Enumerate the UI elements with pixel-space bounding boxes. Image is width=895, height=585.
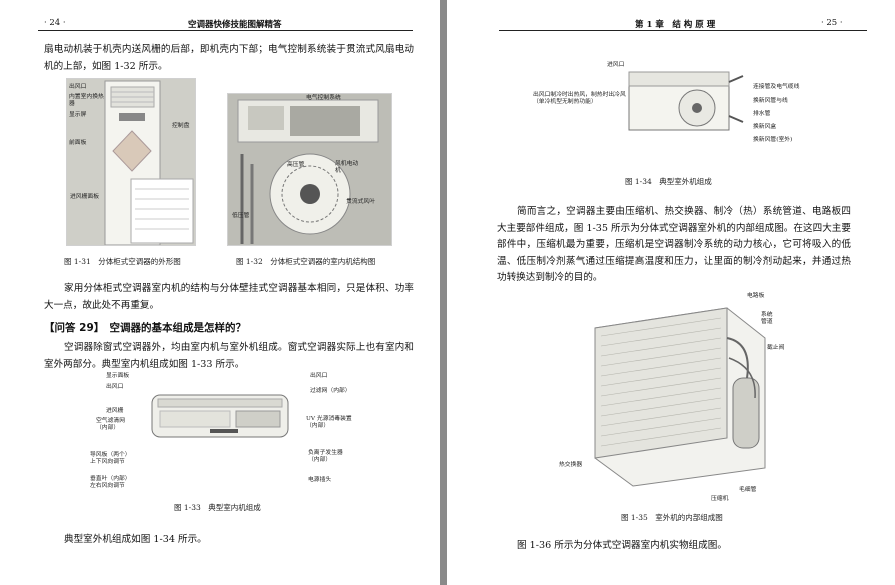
label-capillary: 毛细管 (739, 487, 757, 493)
label-filter-inside: 过滤网（内部） (310, 388, 351, 394)
label-control-panel: 控制盘 (172, 123, 190, 129)
running-title-right: 第 1 章 结 构 原 理 (635, 20, 716, 30)
caption-fig-1-31: 图 1-31 分体柜式空调器的外形图 (64, 257, 181, 266)
label-uv-device: UV 光源消毒装置（内部） (306, 416, 352, 429)
label-ion-generator: 负离子发生器（内部） (308, 450, 343, 463)
label-outlet-33: 出风口 (106, 384, 124, 390)
figure-1-32-photo (227, 93, 392, 246)
label-air-filter: 空气滤清网（内部） (96, 418, 125, 431)
label-pipe-wire: 连接管及电气缆线 (753, 84, 800, 90)
label-compressor: 压缩机 (711, 496, 729, 502)
caption-fig-1-34: 图 1-34 典型室外机组成 (625, 177, 712, 186)
label-fan-motor: 风机电动机 (335, 161, 359, 174)
paragraph-2-left: 家用分体柜式空调器室内机的结构与分体壁挂式空调器基本相同，只是体积、功率大一点，… (44, 283, 414, 311)
outdoor-internal-illustration (594, 307, 766, 487)
page-number-left: · 24 · (44, 18, 66, 28)
label-inlet-grille-33: 进风栅 (106, 408, 124, 414)
paragraph-4-left: 典型室外机组成如图 1-34 所示。 (64, 534, 207, 545)
label-power-plug: 电源插头 (308, 477, 332, 483)
right-page: 第 1 章 结 构 原 理 · 25 · 进风口 出风口制冷时出热风，制热时出冷… (447, 0, 895, 585)
cabinet-ac-illustration (67, 79, 195, 245)
label-drain: 排水管 (753, 111, 771, 117)
label-display-panel: 显示面板 (106, 373, 130, 379)
label-fresh-room: 换新风管(室外) (753, 137, 793, 143)
label-outlet: 出风口 (69, 84, 87, 90)
label-fresh-box: 换新风盒 (753, 124, 777, 130)
running-title-left: 空调器快修技能图解精答 (188, 20, 282, 30)
label-electrical: 电气控制系统 (306, 95, 341, 101)
paragraph-1-left: 扇电动机装于机壳内送风栅的后部，即机壳内下部；电气控制系统装于贯流式风扇电动机的… (44, 44, 414, 72)
label-front-panel: 前面板 (69, 140, 87, 146)
label-inlet-grille: 进风栅面板 (70, 194, 99, 200)
label-louver: 垂直叶（内部）左右风向调节 (90, 476, 131, 489)
caption-fig-1-33: 图 1-33 典型室内机组成 (174, 503, 261, 512)
label-pressure-pipe: 高压管 (287, 162, 305, 168)
label-stop-valve: 截止阀 (767, 345, 785, 351)
label-exchanger: 内置室内换热器 (69, 94, 104, 107)
indoor-unit-internal-illustration (228, 94, 391, 245)
caption-fig-1-35: 图 1-35 室外机的内部组成图 (621, 513, 723, 522)
label-heat-exchanger: 热交换器 (559, 462, 583, 468)
indoor-unit-illustration (151, 394, 289, 438)
label-display: 显示屏 (69, 112, 87, 118)
label-low-pipe: 低压管 (232, 213, 250, 219)
left-page: · 24 · 空调器快修技能图解精答 扇电动机装于机壳内送风栅的后部，即机壳内下… (0, 0, 440, 585)
label-circuit-board: 电路板 (747, 293, 765, 299)
caption-fig-1-32: 图 1-32 分体柜式空调器的室内机结构图 (236, 257, 376, 266)
paragraph-3-left: 空调器除窗式空调器外，均由室内机与室外机组成。窗式空调器实际上也有室内和室外两部… (44, 342, 414, 370)
right-page-header: 第 1 章 结 构 原 理 · 25 · (499, 15, 867, 31)
label-inlet-34: 进风口 (607, 62, 625, 68)
label-outlet-right: 出风口 (310, 373, 328, 379)
qa-heading: 【问答 29】 空调器的基本组成是怎样的？ (44, 322, 247, 334)
label-system-pipe: 系统管道 (761, 312, 773, 325)
figure-1-31-photo (66, 78, 196, 246)
left-page-header: · 24 · 空调器快修技能图解精答 (38, 15, 413, 31)
outdoor-unit-illustration (628, 71, 744, 131)
label-outlet-note: 出风口制冷时出热风，制热时出冷风（单冷机型无制热功能） (533, 92, 626, 105)
page-number-right: · 25 · (821, 18, 843, 28)
label-guide-plates: 导风板（两个）上下风向调节 (90, 452, 131, 465)
book-gutter (440, 0, 447, 585)
label-cross-flow: 贯流式风叶 (346, 199, 375, 205)
label-fresh-air-pipe: 换新风管与线 (753, 98, 788, 104)
paragraph-2-right: 图 1-36 所示为分体式空调器室内机实物组成图。 (517, 540, 727, 551)
paragraph-1-right: 简而言之，空调器主要由压缩机、热交换器、制冷（热）系统管道、电路板四大主要部件组… (497, 206, 851, 283)
